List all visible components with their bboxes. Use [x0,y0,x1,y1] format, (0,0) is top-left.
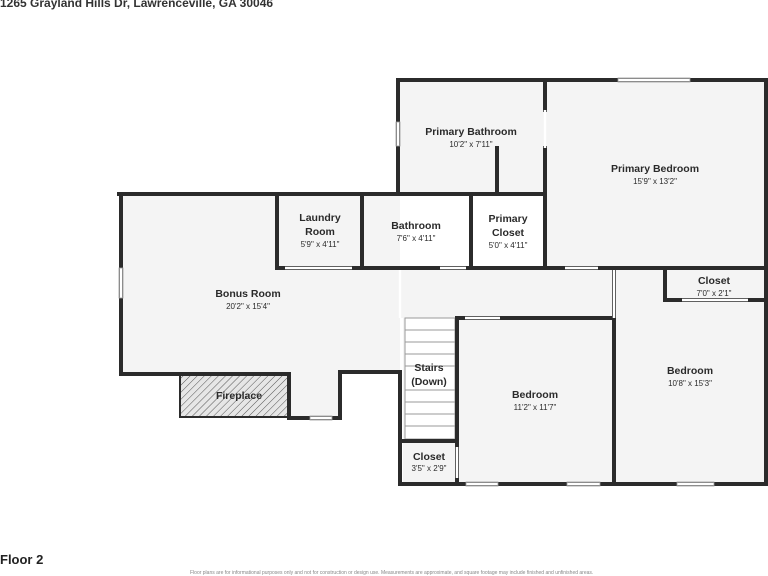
window-frames [118,77,715,487]
bathroom-label: Bathroom [391,220,441,232]
floor-areas [121,82,765,482]
closet-small-dims: 3'5" x 2'9" [412,464,447,473]
bonus-room-floor [121,196,400,418]
primary-bedroom-dims: 15'9" x 13'2" [633,177,677,186]
bedroom-center-label: Bedroom [512,389,558,401]
bathroom-dims: 7'6" x 4'11" [397,234,436,243]
openings [119,78,748,486]
bedroom-right-floor [616,268,765,482]
bonus-room-dims: 20'2" x 15'4" [226,302,270,311]
bonus-room-label: Bonus Room [215,288,280,300]
primary-bathroom-dims: 10'2" x 7'11" [449,140,492,149]
disclaimer: Floor plans are for informational purpos… [190,570,594,576]
closet-small-floor [403,441,457,482]
bedroom-center-floor [457,318,613,482]
laundry-room-dims: 5'9" x 4'11" [301,240,340,249]
stairs-label-line2: (Down) [411,376,447,388]
primary-bathroom-label: Primary Bathroom [425,126,517,138]
stair-treads [404,317,456,440]
primary-closet-label-line2: Closet [492,227,525,239]
bedroom-right-dims: 10'8" x 15'3" [668,379,712,388]
closet-right-label: Closet [698,275,731,287]
laundry-room-label: Laundry [299,212,341,224]
primary-bedroom-floor [545,82,765,268]
primary-bathroom-floor [400,82,545,194]
primary-closet-dims: 5'0" x 4'11" [489,241,528,250]
primary-closet-label: Primary [488,213,527,225]
fireplace-label: Fireplace [216,390,262,402]
hall-floor [400,266,616,318]
laundry-room-label-line2: Room [305,226,335,238]
primary-bedroom-label: Primary Bedroom [611,163,699,175]
bedroom-center-dims: 11'2" x 11'7" [514,403,557,412]
closet-small-label: Closet [413,451,446,463]
address-heading: 1265 Grayland Hills Dr, Lawrenceville, G… [0,0,274,10]
bedroom-right-label: Bedroom [667,365,713,377]
floor-label: Floor 2 [0,552,44,567]
stairs-label: Stairs [414,362,443,374]
closet-right-dims: 7'0" x 2'1" [697,289,732,298]
